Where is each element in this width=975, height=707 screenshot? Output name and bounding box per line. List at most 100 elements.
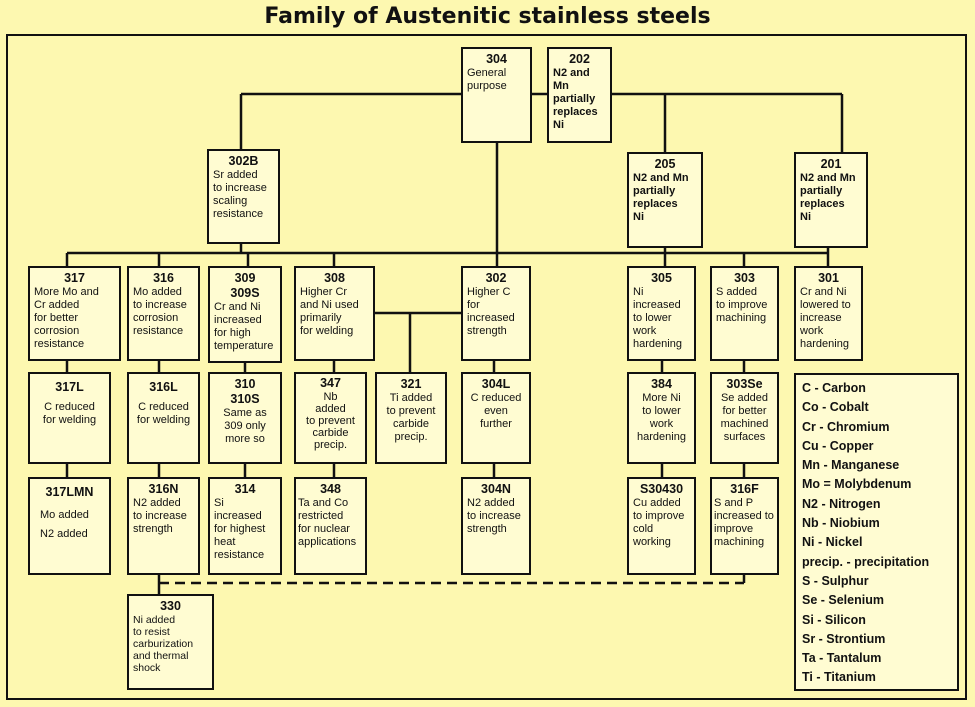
legend-item: N2 - Nitrogen <box>802 496 881 511</box>
grade-description: Higher C for increased strength <box>467 286 515 337</box>
grade-description: Higher Cr and Ni used primarily for weld… <box>300 286 359 337</box>
grade-description: Si increased for highest heat resistance <box>214 497 266 561</box>
grade-box-303se: 303Se Se added for better machined surfa… <box>710 372 779 464</box>
grade-box-317lmn: 317LMN Mo added N2 added <box>28 477 111 575</box>
grade-code: 317 <box>64 271 85 285</box>
grade-description: Same as 309 only more so <box>223 407 267 445</box>
grade-description: Mo added to increase corrosion resistanc… <box>133 286 187 337</box>
grade-description: Ti added to prevent carbide precip. <box>386 392 436 443</box>
grade-description: Cr and Ni increased for high temperature <box>214 301 274 352</box>
grade-description: N2 and Mn partially replaces Ni <box>800 172 856 223</box>
grade-box-310-310s: 310 310S Same as 309 only more so <box>208 372 282 464</box>
grade-description: N2 and Mn partially replaces Ni <box>633 172 689 223</box>
grade-box-302: 302 Higher C for increased strength <box>461 266 531 361</box>
legend-item: Nb - Niobium <box>802 516 880 531</box>
grade-code: 384 <box>651 377 672 391</box>
grade-box-305: 305 Ni increased to lower work hardening <box>627 266 696 361</box>
grade-code: 317L <box>55 380 84 394</box>
grade-description: N2 added to increase strength <box>467 497 521 535</box>
grade-box-317l: 317L C reduced for welding <box>28 372 111 464</box>
legend-item: Mn - Manganese <box>802 458 900 473</box>
grade-code: 330 <box>160 599 181 613</box>
grade-box-304: 304 General purpose <box>461 47 532 143</box>
grade-description: Cr and Ni lowered to increase work harde… <box>800 286 851 350</box>
grade-description: More Ni to lower work hardening <box>637 392 686 443</box>
grade-box-201: 201 N2 and Mn partially replaces Ni <box>794 152 868 248</box>
grade-description: S added to improve machining <box>716 286 768 324</box>
grade-code: 314 <box>234 482 256 496</box>
legend-item: Sr - Strontium <box>802 631 886 646</box>
grade-description: Ni added to resist carburization and the… <box>133 614 194 674</box>
grade-description: C reduced for welding <box>42 401 97 426</box>
grade-code: 304 <box>486 52 507 66</box>
grade-box-309-309s: 309 309S Cr and Ni increased for high te… <box>208 266 282 363</box>
grade-description: N2 and Mn partially replaces Ni <box>553 67 598 131</box>
grade-box-316n: 316N N2 added to increase strength <box>127 477 200 575</box>
grade-code: 316 <box>153 271 174 285</box>
grade-box-202: 202 N2 and Mn partially replaces Ni <box>547 47 612 143</box>
grade-box-304l: 304L C reduced even further <box>461 372 531 464</box>
legend-item: Se - Selenium <box>802 593 884 608</box>
grade-box-302b: 302B Sr added to increase scaling resist… <box>207 149 280 244</box>
grade-code: 205 <box>654 157 676 171</box>
grade-code: 201 <box>820 157 842 171</box>
grade-code: 303 <box>734 271 755 285</box>
grade-box-301: 301 Cr and Ni lowered to increase work h… <box>794 266 863 361</box>
grade-box-316l: 316L C reduced for welding <box>127 372 200 464</box>
grade-code: 347 <box>320 376 341 390</box>
grade-description: Se added for better machined surfaces <box>720 392 769 443</box>
legend-item: Cr - Chromium <box>802 419 890 434</box>
grade-description: C reduced for welding <box>136 401 191 426</box>
grade-description: Ta and Co restricted for nuclear applica… <box>298 497 357 548</box>
grade-description: Sr added to increase scaling resistance <box>213 169 267 220</box>
grade-code: 317LMN <box>45 485 94 499</box>
grade-box-205: 205 N2 and Mn partially replaces Ni <box>627 152 703 248</box>
legend-item: C - Carbon <box>802 381 866 395</box>
grade-description: N2 added to increase strength <box>133 497 187 535</box>
grade-code: 321 <box>400 377 422 391</box>
grade-box-304n: 304N N2 added to increase strength <box>461 477 531 575</box>
legend-item: precip. - precipitation <box>802 554 930 569</box>
grade-box-303: 303 S added to improve machining <box>710 266 779 361</box>
grade-code: 310 310S <box>230 377 260 406</box>
legend-item: Ta - Tantalum <box>802 651 882 666</box>
diagram-frame <box>6 34 967 700</box>
grade-box-316f: 316F S and P increased to improve machin… <box>710 477 779 575</box>
grade-description: Nb added to prevent carbide precip. <box>306 391 355 451</box>
grade-description: C reduced even further <box>470 392 522 430</box>
grade-code: 316L <box>149 380 178 394</box>
grade-description: S and P increased to improve machining <box>714 497 774 548</box>
grade-description: Cu added to improve cold working <box>633 497 685 548</box>
grade-code: 316F <box>730 482 759 496</box>
grade-description: Ni increased to lower work hardening <box>633 286 682 350</box>
legend-item: Ti - Titanium <box>802 670 876 685</box>
grade-box-321: 321 Ti added to prevent carbide precip. <box>375 372 447 464</box>
grade-box-384: 384 More Ni to lower work hardening <box>627 372 696 464</box>
legend-item: Ni - Nickel <box>802 535 863 550</box>
grade-code: 309 309S <box>230 271 260 300</box>
grade-code: 316N <box>148 482 179 496</box>
grade-box-316: 316 Mo added to increase corrosion resis… <box>127 266 200 361</box>
abbreviation-legend: C - Carbon Co - Cobalt Cr - Chromium Cu … <box>794 373 959 691</box>
grade-code: 308 <box>324 271 345 285</box>
grade-code: 303Se <box>726 377 763 391</box>
grade-box-308: 308 Higher Cr and Ni used primarily for … <box>294 266 375 361</box>
grade-code: 302B <box>228 154 259 168</box>
grade-box-348: 348 Ta and Co restricted for nuclear app… <box>294 477 367 575</box>
grade-description: Mo added N2 added <box>40 509 89 540</box>
legend-item: Mo = Molybdenum <box>802 477 912 492</box>
grade-code: 202 <box>569 52 590 66</box>
grade-code: 304N <box>481 482 511 496</box>
grade-code: S30430 <box>639 482 684 496</box>
grade-code: 304L <box>481 377 511 391</box>
grade-box-s30430: S30430 Cu added to improve cold working <box>627 477 696 575</box>
grade-description: More Mo and Cr added for better corrosio… <box>34 286 99 350</box>
grade-box-317: 317 More Mo and Cr added for better corr… <box>28 266 121 361</box>
legend-item: Si - Silicon <box>802 612 866 627</box>
grade-box-330: 330 Ni added to resist carburization and… <box>127 594 214 690</box>
grade-code: 301 <box>818 271 839 285</box>
legend-item: Co - Cobalt <box>802 400 869 415</box>
grade-code: 305 <box>651 271 672 285</box>
legend-item: Cu - Copper <box>802 438 874 453</box>
